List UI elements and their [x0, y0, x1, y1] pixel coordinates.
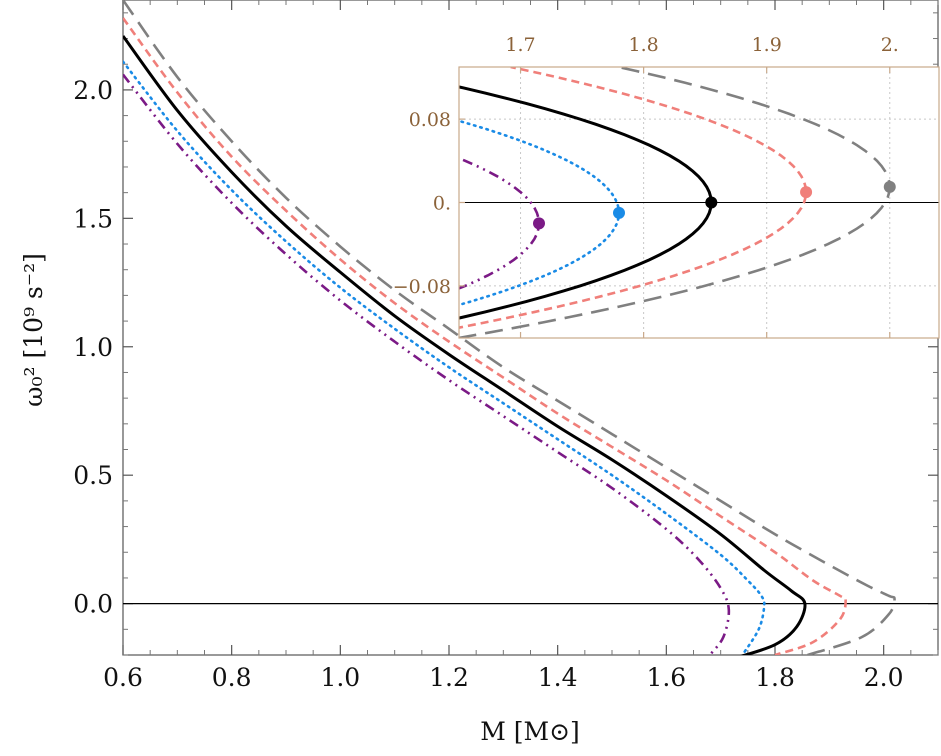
main-x-tick-label: 0.6 [103, 663, 143, 692]
inset-y-tick-label: 0.08 [409, 109, 451, 131]
main-x-tick-label: 1.8 [755, 663, 795, 692]
inset-y-tick-labels: 0.08 0. −0.08 [393, 109, 451, 298]
inset-x-tick-label: 2. [881, 34, 899, 56]
main-y-tick-label: 0.5 [73, 461, 113, 490]
main-axis-ticks [122, 0, 939, 656]
inset-series-group [459, 67, 896, 338]
inset-y-tick-label: 0. [433, 193, 451, 215]
main-x-tick-label: 1.2 [429, 663, 469, 692]
main-series-line-3 [123, 35, 807, 655]
inset-series-line-4 [459, 67, 808, 329]
inset-max-mass-marker-4 [800, 186, 813, 199]
inset-max-mass-marker-3 [705, 196, 718, 209]
inset-max-mass-marker-2 [613, 206, 625, 219]
inset-series-line-1 [459, 156, 541, 290]
main-series-group [123, 0, 896, 655]
main-y-tick-label: 1.5 [73, 204, 113, 233]
main-x-tick-label: 1.6 [646, 663, 686, 692]
x-axis-title: M [M⊙] [480, 717, 580, 746]
inset-max-mass-marker-5 [883, 180, 896, 193]
main-series-line-1 [123, 73, 731, 655]
inset-x-tick-label: 1.9 [752, 34, 782, 56]
y-axis-title: ω₀² [10⁹ s⁻²] [19, 253, 48, 407]
main-y-tick-label: 1.0 [73, 333, 113, 362]
main-x-tick-label: 1.4 [538, 663, 578, 692]
main-y-tick-labels: 0.0 0.5 1.0 1.5 2.0 [73, 76, 113, 619]
inset-x-tick-label: 1.8 [629, 34, 659, 56]
main-x-tick-labels: 0.6 0.8 1.0 1.2 1.4 1.6 1.8 2.0 [103, 663, 903, 692]
main-x-tick-label: 1.0 [320, 663, 360, 692]
main-x-tick-label: 0.8 [212, 663, 252, 692]
inset-x-tick-labels: 1.7 1.8 1.9 2. [505, 34, 898, 56]
main-y-tick-label: 0.0 [73, 590, 113, 619]
inset-x-tick-label: 1.7 [505, 34, 535, 56]
inset-y-tick-label: −0.08 [393, 276, 451, 298]
inset-axis-ticks [459, 67, 891, 338]
main-series-line-5 [123, 0, 896, 655]
inset-max-mass-marker-1 [533, 217, 545, 230]
main-series-line-2 [123, 60, 766, 655]
inset-plot: 1.7 1.8 1.9 2. 0.08 0. −0.08 [393, 34, 940, 339]
inset-series-line-5 [459, 67, 892, 338]
main-series-line-4 [123, 17, 847, 655]
main-x-tick-label: 2.0 [864, 663, 904, 692]
main-y-tick-label: 2.0 [73, 76, 113, 105]
